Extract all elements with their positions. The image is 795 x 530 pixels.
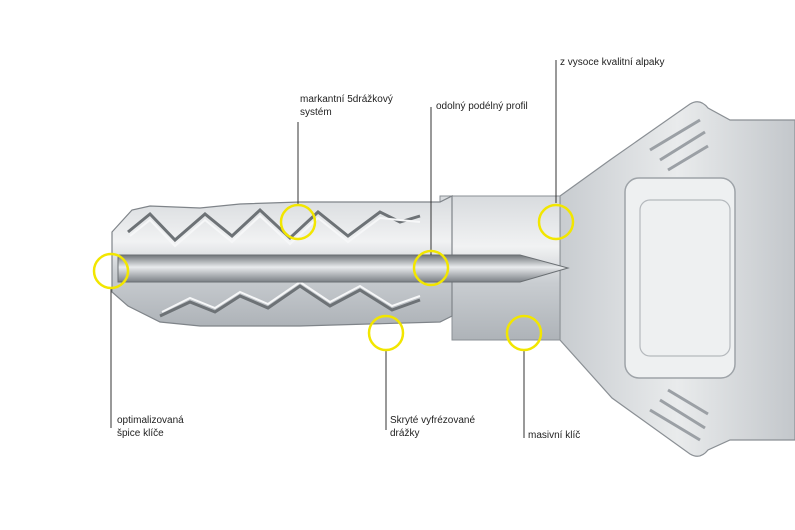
highlight-profile — [412, 249, 450, 287]
highlight-alpaca — [537, 203, 575, 241]
longitudinal-groove — [117, 254, 570, 283]
key-head-inset — [639, 199, 731, 357]
label-profile: odolný podélný profil — [436, 101, 528, 112]
highlight-groove-system — [279, 203, 317, 241]
label-hidden-grooves: Skryté vyfrézované drážky — [390, 415, 476, 439]
label-alpaca: z vysoce kvalitní alpaky — [560, 57, 665, 68]
lower-cuts-highlight — [161, 280, 421, 313]
label-groove-system: markantní 5drážkový systém — [300, 94, 393, 118]
label-tip: optimalizovaná špice klíče — [117, 415, 184, 439]
key-head-ridges — [649, 118, 709, 442]
highlight-hidden-grooves — [367, 314, 405, 352]
leader-lines — [110, 60, 557, 438]
highlight-massive-key — [505, 314, 543, 352]
highlight-circles — [92, 203, 575, 352]
label-massive-key: masivní klíč — [528, 430, 581, 441]
upper-cuts — [127, 207, 421, 243]
highlight-tip — [92, 252, 130, 290]
upper-cuts-highlight — [129, 214, 421, 248]
key-head-plate — [624, 177, 736, 379]
lower-cuts — [159, 284, 421, 318]
